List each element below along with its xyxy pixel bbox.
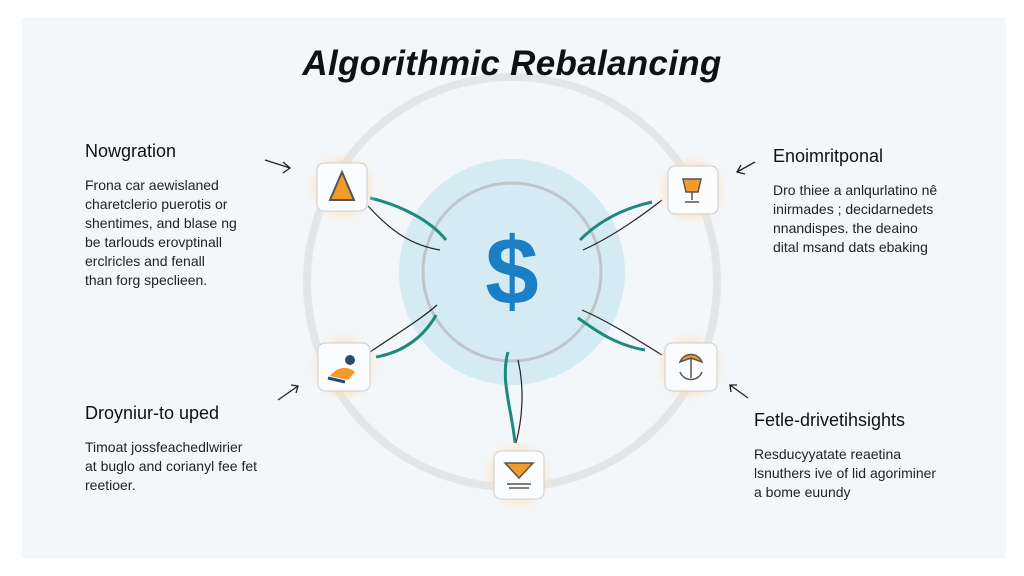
section-body: Dro thiee a anlqurlatino nê inirmades ; … [773, 182, 938, 255]
section-body: Resducyуatate reaetina lsnuthers ive of … [754, 446, 937, 500]
section-heading: Nowgration [85, 141, 177, 161]
section-bottom-right: Fetle-drivetihsights Resducyуatate reaet… [754, 410, 936, 502]
balance-icon [678, 353, 704, 381]
page-title: Algorithmic Rebalancing [302, 44, 722, 83]
section-top-left: Nowgration Frona car aewislaned charetcl… [85, 141, 237, 290]
node-funnel[interactable] [482, 439, 554, 511]
dollar-icon: $ [485, 218, 538, 325]
connectors [367, 196, 663, 444]
section-body: Frona car aewislaned charetclerio puerot… [85, 177, 237, 288]
node-weight[interactable] [306, 151, 378, 223]
section-top-right: Enoimritponal Dro thiee a anlqurlatino n… [773, 146, 937, 257]
arrow-icon [736, 161, 756, 175]
section-heading: Fetle-drivetihsights [754, 410, 906, 430]
arrow-icon [264, 159, 292, 174]
center-disc [399, 159, 625, 385]
section-body: Timoat jossfeachedlwirier at buglo and c… [85, 439, 258, 493]
funnel-icon [503, 462, 535, 489]
trophy-icon [682, 178, 702, 203]
arrow-icon [277, 384, 299, 401]
arrow-icon [729, 384, 749, 399]
node-person[interactable] [308, 331, 380, 403]
section-bottom-left: Droуniur-to uped Timoat jossfeachedlwiri… [85, 403, 257, 495]
section-heading: Enoimritponal [773, 146, 884, 166]
node-balance[interactable] [654, 331, 726, 403]
node-trophy[interactable] [656, 154, 728, 226]
weight-icon [328, 169, 356, 201]
section-heading: Droуniur-to uped [85, 403, 220, 423]
pointer-arrows [264, 159, 756, 401]
person-icon [327, 355, 355, 384]
inner-ring [421, 181, 603, 363]
